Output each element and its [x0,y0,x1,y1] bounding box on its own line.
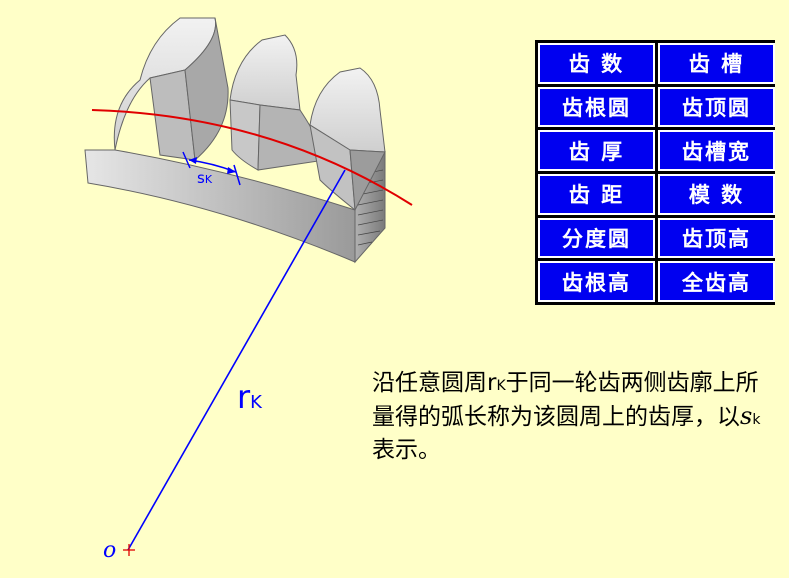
term-cell[interactable]: 全齿高 [658,261,775,302]
term-cell[interactable]: 齿根圆 [538,86,655,128]
term-cell[interactable]: 模 数 [658,174,775,215]
rk-label: rK [237,378,263,416]
term-cell[interactable]: 齿 距 [538,174,655,215]
desc-part2: 于同一轮齿两侧齿廓上所量得的弧长称为该圆周上的齿厚，以 [372,370,759,430]
term-cell[interactable]: 分度圆 [538,217,655,259]
gear-tooth-2 [229,34,301,111]
origin-marker [123,544,135,556]
term-cell[interactable]: 齿 数 [538,43,655,84]
tooth-thickness-description: 沿任意圆周rK于同一轮齿两侧齿廓上所量得的弧长称为该圆周上的齿厚，以sk 表示。 [372,368,772,465]
gear-terms-table: 齿 数 齿 槽 齿根圆 齿顶圆 齿 厚 齿槽宽 齿 距 模 数 分度圆 齿顶高 … [535,40,775,305]
desc-part4: 表示。 [372,437,441,463]
desc-sk-sub: k [752,412,761,428]
term-cell[interactable]: 齿顶圆 [658,86,775,128]
desc-sk-symbol: s [740,402,753,430]
origin-label: o [103,538,116,563]
sk-dimension [182,151,241,186]
term-cell[interactable]: 齿顶高 [658,217,775,259]
gear-segment [84,17,386,264]
sk-label: sK [197,169,213,187]
radius-line [127,169,346,551]
gear-tooth-3 [309,67,386,153]
circle-rk-arc [91,109,413,206]
desc-part1: 沿任意圆周r [372,370,497,396]
term-cell[interactable]: 齿 槽 [658,43,775,84]
term-cell[interactable]: 齿根高 [538,261,655,302]
term-cell[interactable]: 齿 厚 [538,130,655,171]
term-cell[interactable]: 齿槽宽 [658,130,775,171]
desc-part1-sub: K [496,378,506,394]
